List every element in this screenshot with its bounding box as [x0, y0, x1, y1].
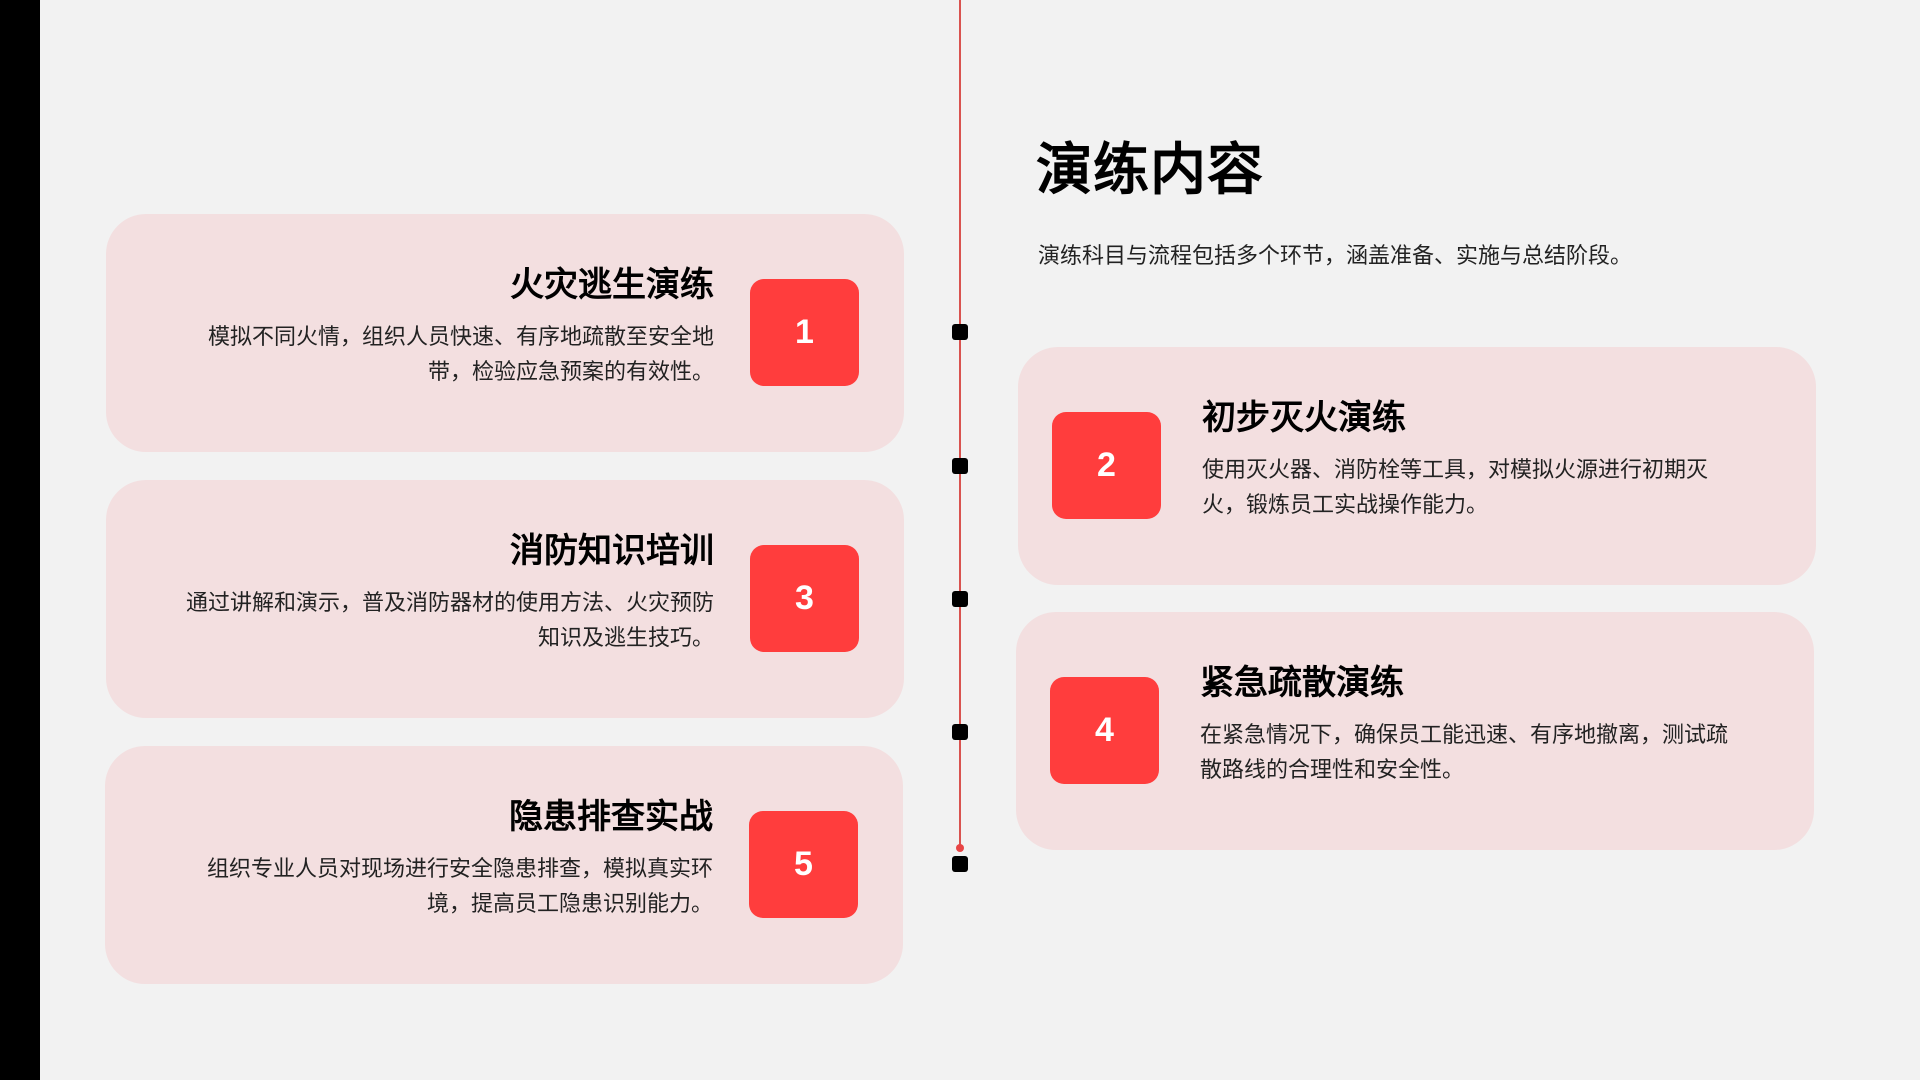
drill-description: 使用灭火器、消防栓等工具，对模拟火源进行初期灭火，锻炼员工实战操作能力。	[1202, 458, 1709, 518]
drill-title: 紧急疏散演练	[1200, 663, 1404, 703]
drill-card-text: 初步灭火演练 使用灭火器、消防栓等工具，对模拟火源进行初期灭火，锻炼员工实战操作…	[1202, 397, 1742, 523]
number-badge: 2	[1052, 412, 1161, 519]
drill-card-text: 消防知识培训 通过讲解和演示，普及消防器材的使用方法、火灾预防知识及逃生技巧。	[174, 530, 714, 656]
page-subtitle: 演练科目与流程包括多个环节，涵盖准备、实施与总结阶段。	[1038, 244, 1633, 269]
drill-card-3: 消防知识培训 通过讲解和演示，普及消防器材的使用方法、火灾预防知识及逃生技巧。 …	[106, 480, 904, 718]
timeline-line	[959, 0, 961, 850]
drill-card-4: 4 紧急疏散演练 在紧急情况下，确保员工能迅速、有序地撤离，测试疏散路线的合理性…	[1016, 612, 1814, 850]
left-edge-bar	[0, 0, 40, 1080]
timeline-marker-5	[952, 856, 968, 872]
drill-card-5: 隐患排查实战 组织专业人员对现场进行安全隐患排查，模拟真实环境，提高员工隐患识别…	[105, 746, 903, 984]
number-badge: 4	[1050, 677, 1159, 784]
drill-card-text: 紧急疏散演练 在紧急情况下，确保员工能迅速、有序地撤离，测试疏散路线的合理性和安…	[1200, 662, 1740, 788]
timeline-marker-1	[952, 324, 968, 340]
drill-title: 初步灭火演练	[1202, 398, 1406, 438]
drill-title: 消防知识培训	[510, 531, 714, 571]
page-title: 演练内容	[1036, 138, 1264, 203]
drill-description: 模拟不同火情，组织人员快速、有序地疏散至安全地带，检验应急预案的有效性。	[207, 325, 714, 385]
drill-card-text: 火灾逃生演练 模拟不同火情，组织人员快速、有序地疏散至安全地带，检验应急预案的有…	[174, 264, 714, 390]
number-badge: 3	[750, 545, 859, 652]
drill-card-1: 火灾逃生演练 模拟不同火情，组织人员快速、有序地疏散至安全地带，检验应急预案的有…	[106, 214, 904, 452]
timeline-marker-4	[952, 724, 968, 740]
drill-description: 通过讲解和演示，普及消防器材的使用方法、火灾预防知识及逃生技巧。	[185, 591, 714, 651]
timeline-marker-2	[952, 458, 968, 474]
timeline-end-dot	[956, 844, 964, 852]
drill-card-2: 2 初步灭火演练 使用灭火器、消防栓等工具，对模拟火源进行初期灭火，锻炼员工实战…	[1018, 347, 1816, 585]
drill-description: 组织专业人员对现场进行安全隐患排查，模拟真实环境，提高员工隐患识别能力。	[206, 857, 713, 917]
drill-card-text: 隐患排查实战 组织专业人员对现场进行安全隐患排查，模拟真实环境，提高员工隐患识别…	[173, 796, 713, 922]
drill-description: 在紧急情况下，确保员工能迅速、有序地撤离，测试疏散路线的合理性和安全性。	[1200, 723, 1729, 783]
drill-title: 火灾逃生演练	[510, 265, 714, 305]
timeline-marker-3	[952, 591, 968, 607]
number-badge: 1	[750, 279, 859, 386]
drill-title: 隐患排查实战	[509, 797, 713, 837]
number-badge: 5	[749, 811, 858, 918]
